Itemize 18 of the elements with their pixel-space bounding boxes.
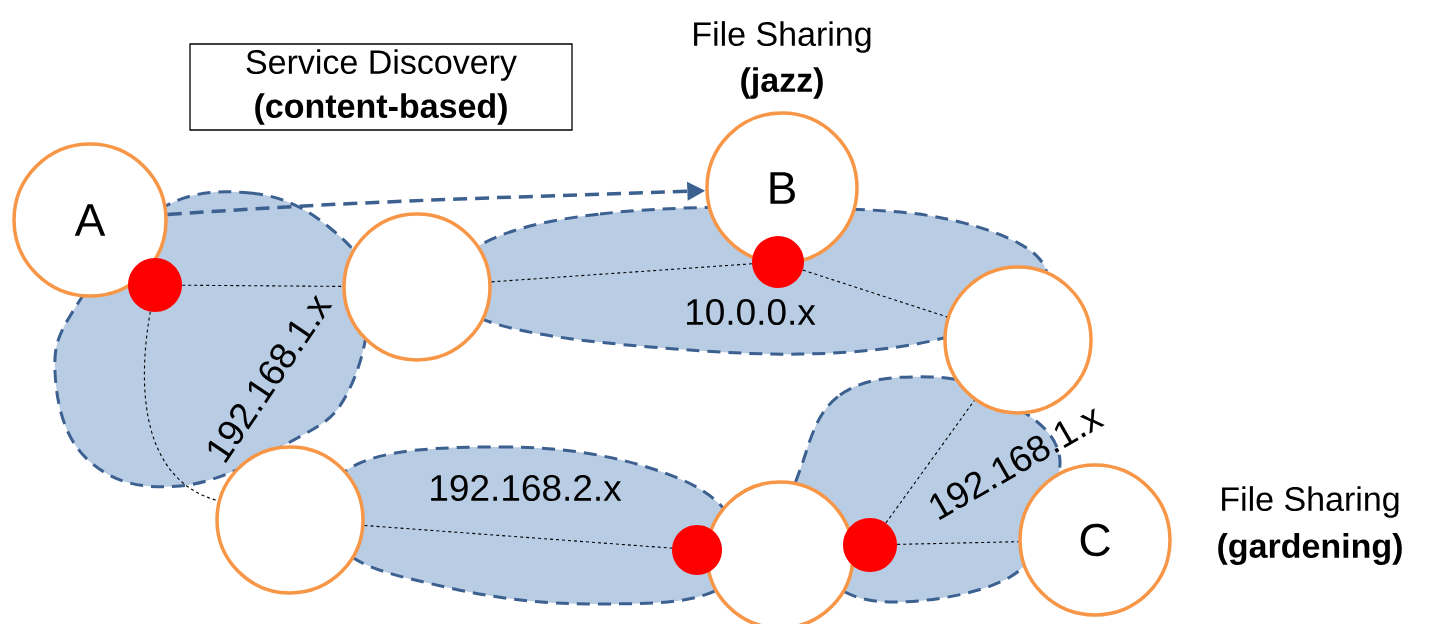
link-line [885,400,975,524]
caption-text: File Sharing [694,21,871,53]
relay-dot [843,518,897,572]
node-circle [342,212,492,362]
link-line [364,524,673,549]
link-line [491,263,753,283]
caption-text: (gardening) [1218,533,1402,565]
link-line [802,269,948,318]
relay-dot [752,236,804,288]
link-line [896,541,1019,545]
text-box: Service Discovery (content-based) [189,43,573,131]
relay-dot [672,525,722,575]
node-label: C [1080,523,1110,557]
node-circle [705,480,855,624]
caption-text: File Sharing [1222,486,1399,518]
relay-dot [128,258,182,312]
link-line [181,284,343,287]
caption-text: (jazz) [741,67,823,99]
